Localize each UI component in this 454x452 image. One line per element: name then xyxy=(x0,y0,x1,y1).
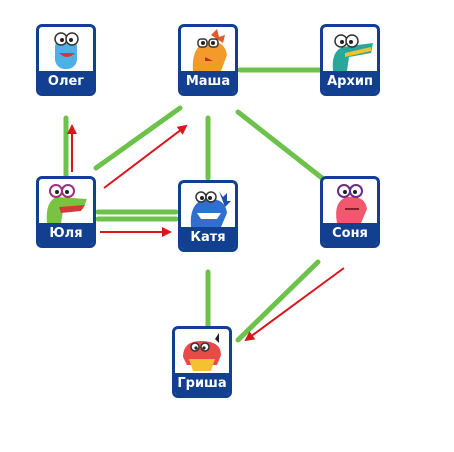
edge-sonya-grisha xyxy=(235,259,321,343)
node-oleg[interactable]: Олег xyxy=(36,24,96,96)
node-grisha[interactable]: Гриша xyxy=(172,326,232,398)
dino-pink-icon xyxy=(336,184,367,223)
dino-teal-icon xyxy=(332,34,373,71)
node-label: Катя xyxy=(181,227,235,249)
node-label: Архип xyxy=(323,71,377,93)
node-arkhip[interactable]: Архип xyxy=(320,24,380,96)
edge-masha-sonya xyxy=(235,109,325,181)
node-masha[interactable]: Маша xyxy=(178,24,238,96)
edge-yulia-masha xyxy=(93,105,183,171)
node-sonya[interactable]: Соня xyxy=(320,176,380,248)
dino-red-icon xyxy=(183,333,221,371)
node-label: Маша xyxy=(181,71,235,93)
node-label: Соня xyxy=(323,223,377,245)
node-label: Гриша xyxy=(175,373,229,395)
dino-orange-icon xyxy=(192,29,227,71)
node-label: Олег xyxy=(39,71,93,93)
node-katya[interactable]: Катя xyxy=(178,180,238,252)
arrow-sonya-grisha xyxy=(244,267,345,342)
dino-green-icon xyxy=(46,184,87,223)
node-label: Юля xyxy=(39,223,93,245)
dino-blue-spiky-icon xyxy=(190,191,231,227)
node-yulia[interactable]: Юля xyxy=(36,176,96,248)
arrow-yulia-masha xyxy=(103,124,188,189)
dino-blue-icon xyxy=(54,32,79,69)
